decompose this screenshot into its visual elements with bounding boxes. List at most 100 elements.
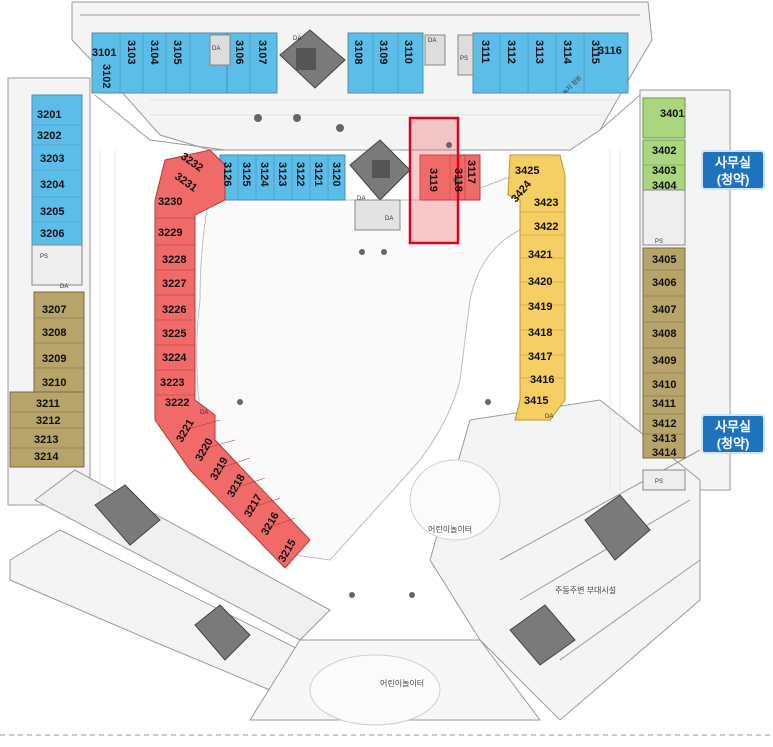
unit-3416: 3416	[530, 374, 554, 386]
unit-3209: 3209	[42, 353, 66, 365]
unit-3206: 3206	[40, 228, 64, 240]
unit-3124: 3124	[258, 162, 270, 187]
right-olive-units	[642, 247, 686, 491]
unit-3106: 3106	[233, 40, 245, 64]
unit-3210: 3210	[42, 377, 66, 389]
left-blue-units	[31, 94, 83, 286]
unit-3229: 3229	[158, 227, 182, 239]
unit-labels-top: 3101 3102 3103 3104 3105 3106 3107 3108 …	[92, 40, 622, 88]
unit-3222: 3222	[165, 397, 189, 409]
unit-3113: 3113	[533, 40, 545, 64]
unit-3410: 3410	[652, 379, 676, 391]
unit-3101: 3101	[92, 47, 116, 59]
lower-cores	[94, 484, 651, 666]
unit-3212: 3212	[36, 415, 60, 427]
unit-3414: 3414	[652, 447, 677, 459]
unit-3404: 3404	[652, 180, 677, 192]
unit-3415: 3415	[524, 395, 548, 407]
core-tag: DA	[200, 410, 208, 416]
unit-3119: 3119	[427, 168, 439, 192]
top-row-units	[91, 32, 629, 94]
unit-3104: 3104	[148, 40, 160, 65]
highlight-frame	[408, 116, 460, 245]
callout-line2: (청약)	[716, 172, 750, 187]
unit-3417: 3417	[528, 351, 552, 363]
unit-3121: 3121	[312, 162, 324, 186]
unit-3425: 3425	[515, 165, 539, 177]
unit-3401: 3401	[660, 108, 684, 120]
unit-3227: 3227	[162, 278, 186, 290]
core-tag: DA	[293, 36, 301, 42]
unit-3412: 3412	[652, 418, 676, 430]
core-tag: DA	[545, 414, 553, 420]
unit-3419: 3419	[528, 301, 552, 313]
unit-3201: 3201	[37, 109, 61, 121]
unit-3224: 3224	[162, 352, 187, 364]
unit-3420: 3420	[528, 276, 552, 288]
unit-3203: 3203	[40, 153, 64, 165]
unit-3411: 3411	[652, 398, 676, 410]
core-tag: DA	[60, 284, 68, 290]
core-top	[209, 29, 474, 89]
unit-3126: 3126	[221, 162, 233, 186]
callout-line1: 사무실	[715, 155, 751, 170]
unit-3405: 3405	[652, 254, 676, 266]
unit-3204: 3204	[40, 179, 65, 191]
unit-labels-right: 3401 3402 3403 3404 3405 3406 3407 3408 …	[652, 108, 684, 459]
unit-3108: 3108	[352, 40, 364, 64]
community-facility-label: 주동주변 부대시설	[555, 585, 616, 595]
unit-3115: 3115	[589, 40, 601, 64]
inner-blue-units	[219, 154, 346, 201]
unit-3406: 3406	[652, 277, 676, 289]
unit-3207: 3207	[42, 304, 66, 316]
unit-3107: 3107	[256, 40, 268, 64]
red-units	[154, 149, 481, 569]
core-tag: PS	[655, 479, 663, 485]
core-tag: DA	[357, 196, 365, 202]
hatch-lines	[99, 99, 621, 500]
unit-3117: 3117	[465, 160, 477, 184]
core-tag: DA	[385, 216, 393, 222]
unit-3109: 3109	[377, 40, 389, 64]
unit-3105: 3105	[171, 40, 183, 64]
unit-3213: 3213	[34, 434, 58, 446]
right-green-units	[642, 97, 686, 246]
kids-playground-label: 어린이놀이터	[428, 524, 472, 534]
unit-3112: 3112	[505, 40, 517, 64]
unit-3407: 3407	[652, 304, 676, 316]
unit-3116: 3116	[598, 45, 622, 57]
callout-line2: (청약)	[716, 436, 750, 451]
unit-3223: 3223	[160, 377, 184, 389]
unit-3423: 3423	[534, 197, 558, 209]
unit-3202: 3202	[37, 130, 61, 142]
column-dots	[237, 114, 491, 598]
unit-3413: 3413	[652, 433, 676, 445]
unit-3110: 3110	[402, 40, 414, 64]
unit-3402: 3402	[652, 145, 676, 157]
left-olive-units	[9, 291, 85, 468]
unit-labels-yellow: 3425 3424 3423 3422 3421 3420 3419 3418 …	[509, 165, 558, 407]
unit-3118: 3118	[452, 168, 464, 192]
unit-3103: 3103	[125, 40, 137, 64]
office-callout-bottom: 사무실 (청약)	[701, 414, 765, 454]
unit-3111: 3111	[479, 40, 491, 63]
unit-3214: 3214	[34, 451, 59, 463]
unit-3114: 3114	[561, 40, 573, 65]
unit-3409: 3409	[652, 355, 676, 367]
office-callout-top: 사무실 (청약)	[701, 150, 765, 190]
unit-labels-left: 3201 3202 3203 3204 3205 3206 3207 3208 …	[34, 109, 66, 463]
unit-3226: 3226	[162, 304, 186, 316]
unit-3422: 3422	[534, 221, 558, 233]
core-center	[349, 139, 411, 231]
unit-3208: 3208	[42, 327, 66, 339]
core-tags: DA DA DA PS DA DA PS DA PS DA DA PS	[40, 36, 663, 485]
core-tag: PS	[655, 239, 663, 245]
unit-3125: 3125	[240, 162, 252, 186]
unit-3122: 3122	[294, 162, 306, 186]
unit-3228: 3228	[162, 254, 186, 266]
unit-3225: 3225	[162, 328, 186, 340]
unit-3418: 3418	[528, 327, 552, 339]
core-tag: PS	[460, 56, 468, 62]
unit-3205: 3205	[40, 206, 64, 218]
